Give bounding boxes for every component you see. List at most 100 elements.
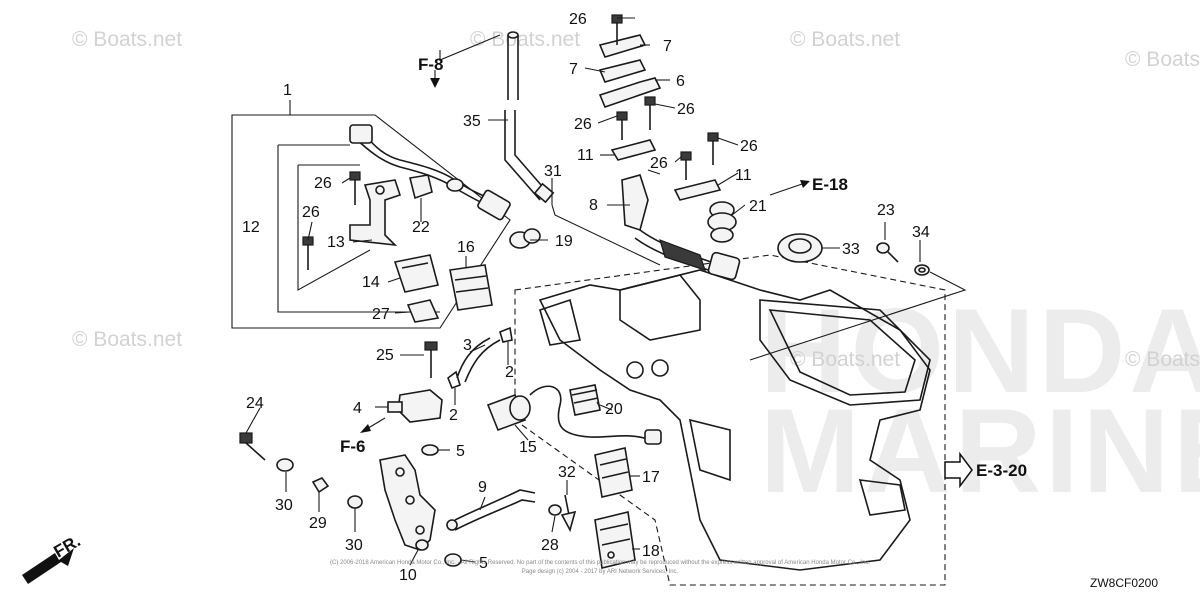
copyright-line-2: Page design (c) 2004 - 2017 by ARI Netwo…: [522, 569, 679, 575]
callout-6: 6: [676, 73, 685, 90]
hose-and-clip-parts: [447, 326, 513, 390]
cable-part: [621, 174, 741, 281]
callout-33: 33: [842, 241, 860, 258]
callout-32: 32: [558, 464, 576, 481]
bracket-plate-parts: [598, 14, 662, 109]
callout-17: 17: [642, 469, 660, 486]
callout-26: 26: [314, 175, 332, 192]
callout-27: 27: [372, 306, 390, 323]
diagram-code: ZW8CF0200: [1090, 576, 1158, 590]
watermark-text: © Boats.net: [1125, 348, 1200, 371]
callout-20: 20: [605, 401, 623, 418]
callout-28: 28: [541, 537, 559, 554]
callout-11: 11: [735, 167, 752, 184]
sensor-parts: [387, 341, 443, 456]
engine-cover-outline: [514, 254, 946, 586]
callout-labels: 1 2 2 3 4 5 5 6 7 7 8 9 10 11 11 12 13 1…: [242, 11, 930, 584]
front-arrow-icon: [22, 548, 74, 584]
callout-13: 13: [327, 234, 345, 251]
footer: (C) 2006-2018 American Honda Motor Co., …: [330, 560, 1158, 590]
callout-1: 1: [283, 82, 292, 99]
callout-30: 30: [345, 537, 363, 554]
arrow-up-icon: [430, 78, 440, 88]
reference-arrows: [22, 70, 973, 584]
callout-31: 31: [544, 163, 562, 180]
fitting-part: [569, 384, 601, 416]
leader-lines: [245, 17, 967, 566]
callout-26: 26: [677, 101, 695, 118]
sensor-part: [486, 385, 662, 445]
reference-e18: E-18: [812, 175, 848, 194]
grommet-part: [509, 228, 541, 249]
callout-34: 34: [912, 224, 930, 241]
callout-2: 2: [505, 364, 514, 381]
callout-22: 22: [412, 219, 430, 236]
harness-part: [349, 124, 511, 221]
callout-8: 8: [589, 197, 598, 214]
callout-18: 18: [642, 543, 660, 560]
callout-21: 21: [749, 198, 767, 215]
lever-part: [379, 454, 436, 551]
site-watermarks: © Boats.net © Boats.net © Boats.net © Bo…: [72, 28, 1200, 371]
clip-part: [409, 174, 433, 200]
bolt-parts: [302, 171, 361, 270]
arrow-down-left-icon: [360, 424, 371, 433]
callout-29: 29: [309, 515, 327, 532]
callout-26: 26: [650, 155, 668, 172]
hose-part: [446, 489, 536, 531]
hose-part: [504, 31, 555, 204]
callout-5: 5: [456, 443, 465, 460]
bolt-and-washer-parts: [876, 242, 930, 276]
watermark-text: © Boats.net: [790, 348, 900, 371]
bracket-part: [349, 179, 402, 247]
callout-11: 11: [577, 147, 594, 164]
cover-parts: [594, 447, 636, 569]
arrow-right-outline-icon: [944, 451, 973, 489]
watermark-text: © Boats.net: [72, 328, 182, 351]
reference-f6: F-6: [340, 437, 366, 456]
callout-5: 5: [479, 555, 488, 572]
reference-e3-20: E-3-20: [976, 461, 1027, 480]
callout-26: 26: [740, 138, 758, 155]
brand-watermark-line2: MARINE: [760, 384, 1200, 518]
callout-24: 24: [246, 395, 264, 412]
callout-23: 23: [877, 202, 895, 219]
callout-25: 25: [376, 347, 394, 364]
callout-14: 14: [362, 274, 380, 291]
watermark-text: © Boats.net: [790, 28, 900, 51]
callout-26: 26: [574, 116, 592, 133]
callout-7: 7: [663, 38, 672, 55]
callout-19: 19: [555, 233, 573, 250]
callout-3: 3: [463, 337, 472, 354]
reference-labels: F-8 E-18 F-6 E-3-20 FR.: [51, 55, 1028, 561]
callout-16: 16: [457, 239, 475, 256]
fastener-parts: [239, 432, 462, 567]
callout-12: 12: [242, 219, 260, 236]
callout-10: 10: [399, 567, 417, 584]
callout-7: 7: [569, 61, 578, 78]
pin-and-washer-parts: [548, 494, 577, 533]
grommet-parts: [393, 254, 440, 323]
callout-15: 15: [519, 439, 537, 456]
watermark-text: © Boats.net: [1125, 48, 1200, 71]
reference-f8: F-8: [418, 55, 444, 74]
pad-part: [449, 264, 493, 311]
watermark-text: © Boats.net: [72, 28, 182, 51]
assembly-group-brackets: [231, 100, 511, 329]
plate-parts: [610, 96, 722, 201]
callout-26: 26: [569, 11, 587, 28]
arrow-right-icon: [800, 180, 810, 188]
callout-26: 26: [302, 204, 320, 221]
brand-watermark: HONDA MARINE: [760, 284, 1200, 518]
callout-4: 4: [353, 400, 362, 417]
callout-30: 30: [275, 497, 293, 514]
grommet-part: [707, 201, 737, 243]
watermark-text: © Boats.net: [470, 28, 580, 51]
callout-35: 35: [463, 113, 481, 130]
copyright-line-1: (C) 2006-2018 American Honda Motor Co., …: [330, 560, 870, 566]
callout-2: 2: [449, 407, 458, 424]
callout-9: 9: [478, 479, 487, 496]
seal-part: [777, 233, 823, 263]
